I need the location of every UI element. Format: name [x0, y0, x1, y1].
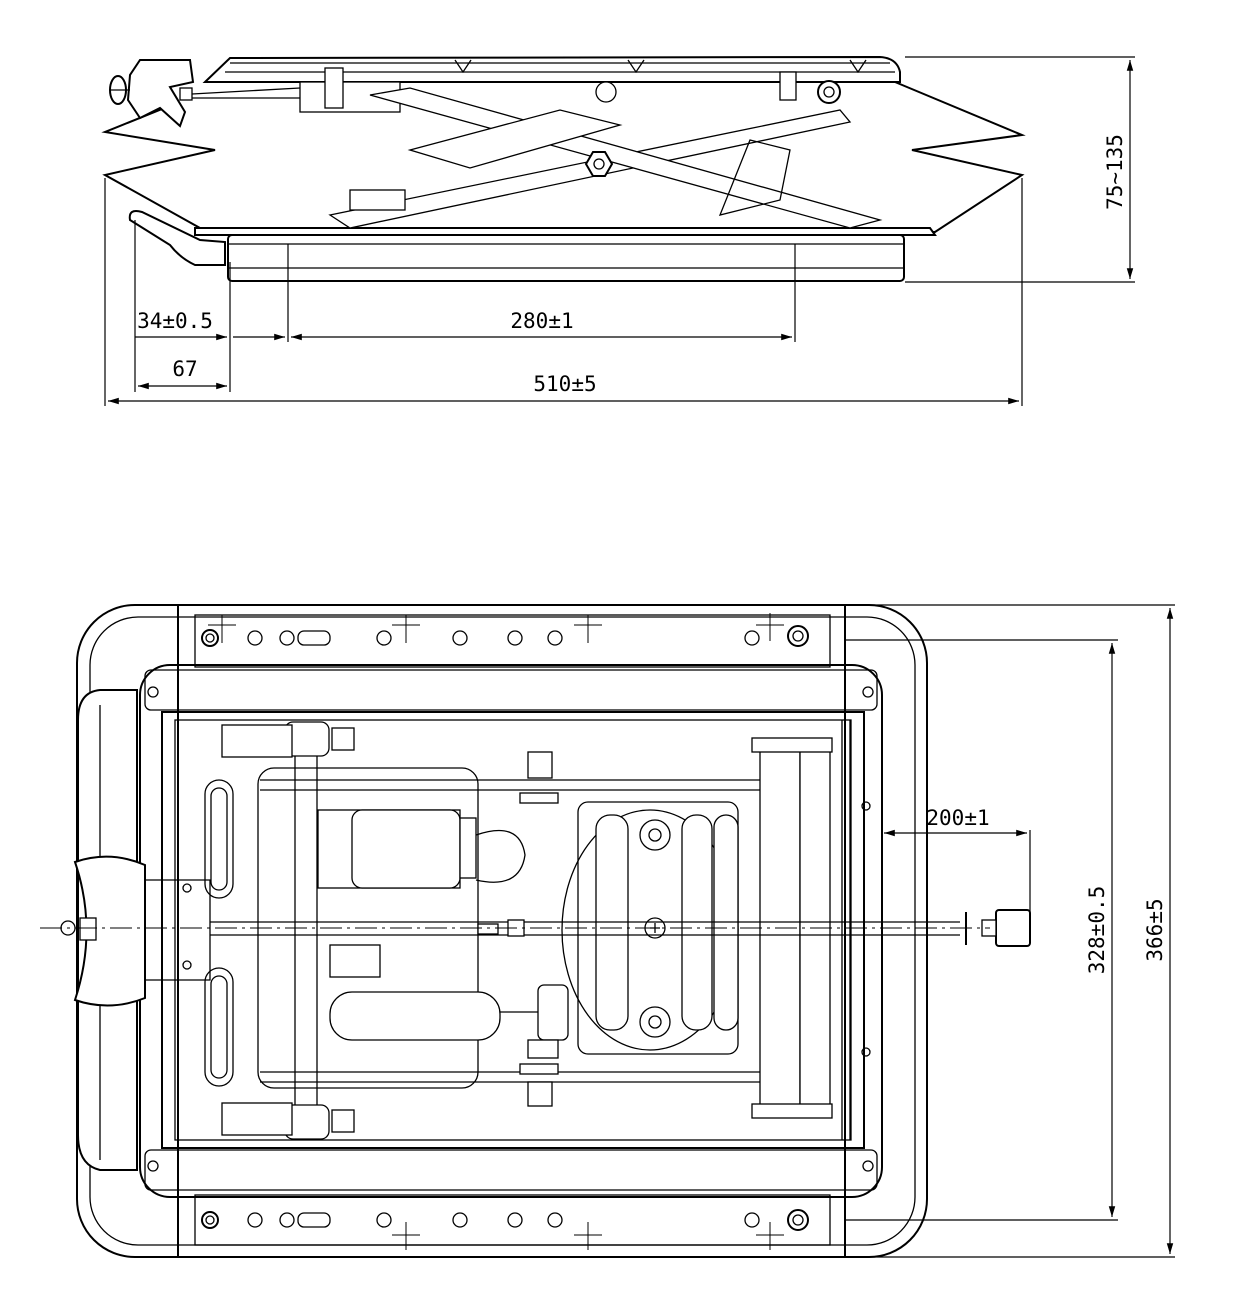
dim-inner-width: 328±0.5 — [1085, 886, 1109, 975]
dim-pitch: 280±1 — [510, 309, 573, 333]
tray-outline — [161, 711, 865, 1149]
dim-arm-projection: 200±1 — [926, 806, 989, 830]
top-view: 200±1 328±0.5 366±5 — [40, 604, 1175, 1258]
dim-height-range: 75~135 — [1103, 134, 1127, 210]
front-latch — [126, 59, 195, 128]
top-plate-outline — [177, 604, 846, 1258]
side-view: 75~135 34±0.5 280±1 67 510±5 — [101, 55, 1135, 406]
shaft-coupler — [995, 909, 1031, 947]
dim-handle-offset: 67 — [172, 357, 197, 381]
mounting-holes — [147, 613, 874, 1250]
base-plate — [194, 227, 937, 236]
handle — [128, 210, 226, 266]
dim-outer-width: 366±5 — [1143, 898, 1167, 961]
cylinder — [329, 991, 501, 1041]
dim-offset-a: 34±0.5 — [137, 309, 213, 333]
pivot-nut — [584, 151, 614, 177]
slot-upper — [204, 779, 234, 899]
slot-lower — [204, 967, 234, 1087]
dim-overall-length: 510±5 — [533, 372, 596, 396]
scissor-arm-b — [369, 87, 883, 229]
left-break-outline — [101, 104, 226, 231]
base-tray — [227, 234, 905, 282]
right-break-outline — [894, 81, 1026, 233]
